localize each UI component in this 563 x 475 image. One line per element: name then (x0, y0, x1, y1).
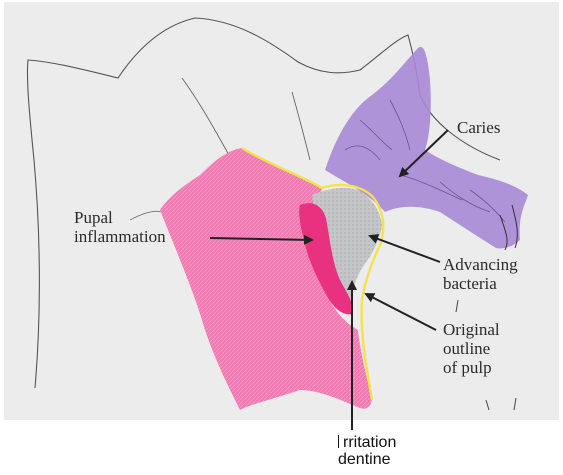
irritation-dentine-bar (338, 435, 339, 448)
irritation-dentine-line-1: rritation (338, 434, 396, 451)
original-outline-label: Original outline of pulp (443, 320, 500, 377)
pulpal-inflammation-label: Pupal inflammation (74, 208, 166, 246)
irritation-dentine-label: rritation dentine (338, 434, 396, 468)
advancing-bacteria-label: Advancing bacteria (443, 255, 518, 293)
caries-label: Caries (457, 118, 500, 137)
